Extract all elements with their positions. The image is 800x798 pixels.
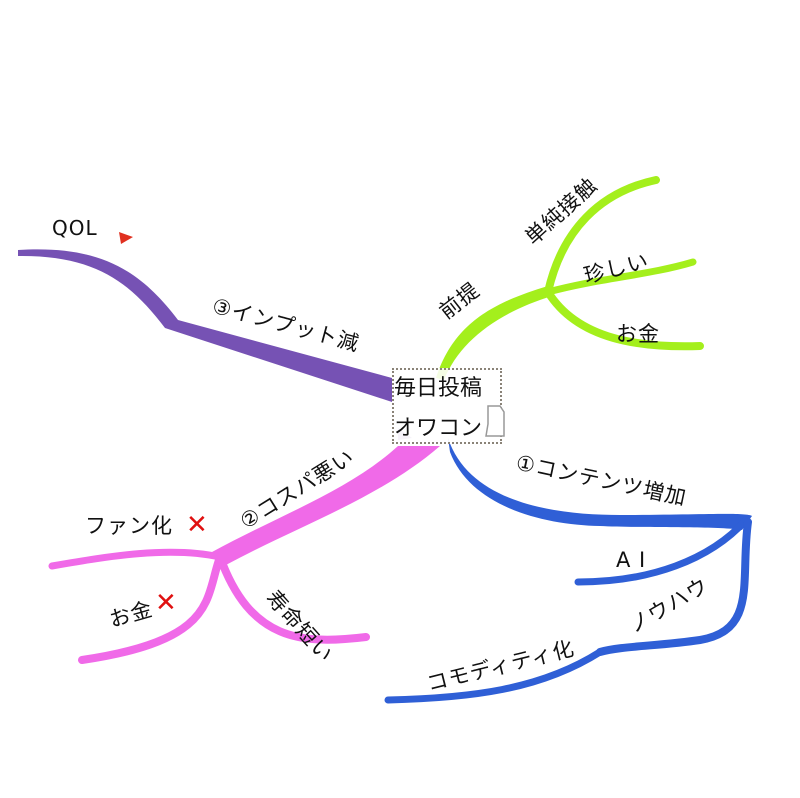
branch-ai [574, 516, 750, 586]
red-cross-icon: ✕ [155, 588, 177, 618]
red-cross-icon: ✕ [186, 510, 208, 540]
central-topic[interactable] [392, 368, 502, 444]
branch-knowhow [596, 518, 752, 656]
branch-commodity [384, 648, 604, 704]
branch-content-increase [448, 438, 752, 530]
branch-cospa-children [48, 548, 370, 664]
central-topic-line2: オワコン [394, 416, 483, 441]
label-money-premise[interactable]: お金 [616, 322, 660, 346]
branch-content-children [384, 516, 752, 704]
branch-simple-contact [544, 176, 660, 296]
branch-fan [48, 548, 224, 570]
label-qol[interactable]: QOL [52, 216, 98, 240]
label-ai[interactable]: A I [616, 548, 647, 572]
branch-rare [544, 258, 697, 296]
central-topic-line1: 毎日投稿 [394, 376, 483, 401]
branch-money-pink [78, 553, 224, 664]
red-triangle-flag-icon [119, 232, 133, 244]
label-fan[interactable]: ファン化 [85, 514, 173, 538]
branch-premise-children [544, 176, 704, 351]
branch-input-reduction [18, 249, 392, 402]
branch-short-life [216, 553, 370, 644]
note-icon [485, 405, 505, 437]
branch-cospa-bad [212, 446, 440, 566]
branch-money-green [544, 288, 704, 351]
